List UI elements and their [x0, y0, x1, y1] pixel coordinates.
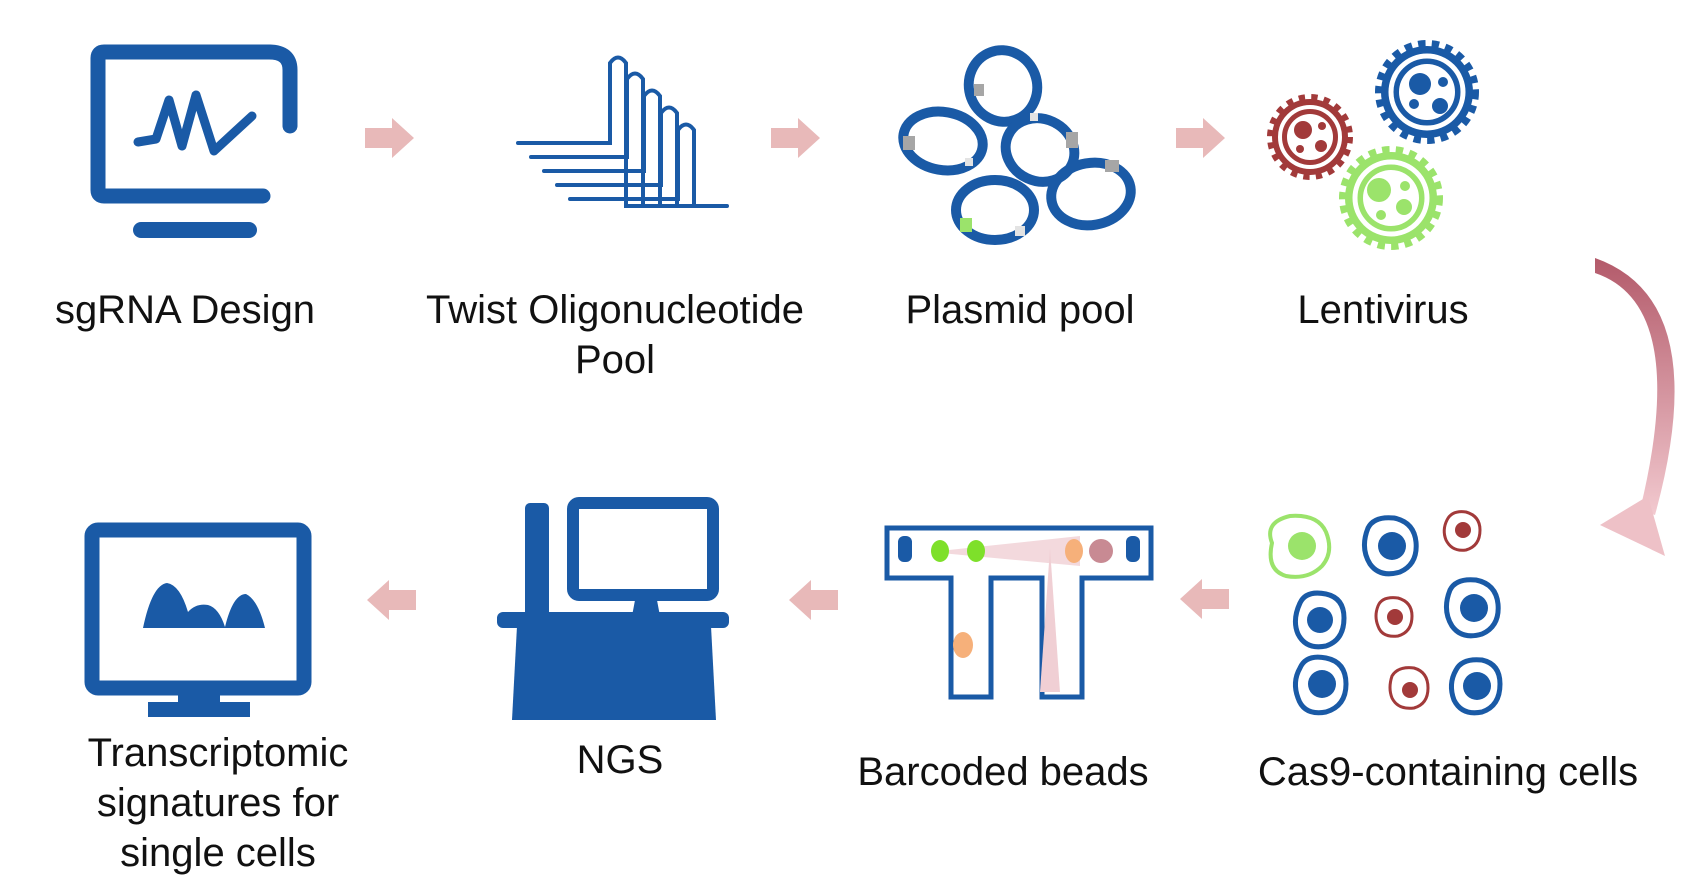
step-label-line: Cas9-containing cells [1257, 750, 1639, 794]
step-label-line: NGS [576, 738, 664, 782]
arrow-left-3 [367, 580, 416, 620]
step-label-transcriptomic-signatures: Transcriptomic signatures for single cel… [43, 728, 393, 878]
step-label-line: Transcriptomic [87, 731, 349, 775]
step-label-line: single cells [120, 831, 316, 875]
curved-arrow-down [1595, 258, 1675, 556]
step-label-line: Twist Oligonucleotide [426, 288, 804, 332]
step-label-ngs: NGS [510, 735, 730, 785]
step-label-cas9-containing-cells: Cas9-containing cells [1218, 747, 1678, 797]
arrow-left-1 [1180, 579, 1229, 619]
arrow-right-2 [771, 118, 820, 158]
step-label-line: Plasmid pool [905, 288, 1135, 332]
step-label-line: Barcoded beads [857, 750, 1149, 794]
step-label-line: Lentivirus [1297, 288, 1469, 332]
step-label-line: sgRNA Design [54, 288, 316, 332]
monitor-waveform-icon [90, 44, 298, 238]
virus-particles-icon [1267, 40, 1479, 250]
cells-icon [1268, 510, 1503, 716]
step-label-line: Pool [574, 338, 656, 382]
arrow-left-2 [789, 580, 838, 620]
microfluidic-chip-icon [884, 525, 1154, 700]
oligo-strands-icon [516, 55, 729, 208]
step-label-sgrna-design: sgRNA Design [27, 285, 343, 335]
plasmid-rings-icon [898, 45, 1136, 245]
step-label-twist-oligonucleotide-pool: Twist Oligonucleotide Pool [405, 285, 825, 385]
step-label-barcoded-beads: Barcoded beads [833, 747, 1173, 797]
step-label-lentivirus: Lentivirus [1243, 285, 1523, 335]
arrow-right-1 [365, 118, 414, 158]
monitor-peaks-icon [84, 522, 312, 717]
step-label-plasmid-pool: Plasmid pool [875, 285, 1165, 335]
step-label-line: signatures for [96, 781, 340, 825]
sequencer-icon [497, 497, 729, 720]
arrow-right-3 [1176, 118, 1225, 158]
